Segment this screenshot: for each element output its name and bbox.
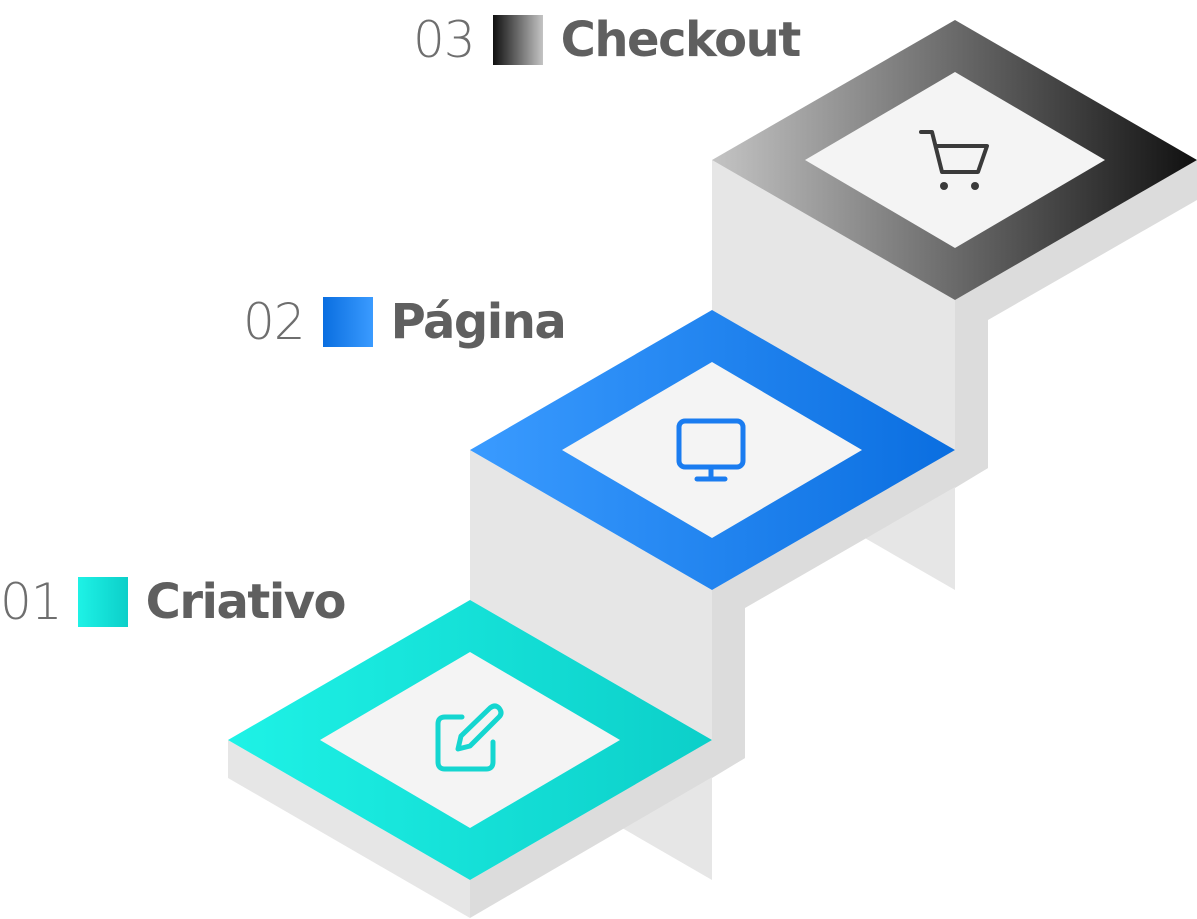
step-3-tile: [805, 72, 1105, 248]
step-2-label: 02 Página: [243, 290, 567, 354]
step-2-title: Página: [390, 294, 567, 350]
step-3-right-wall: [955, 160, 1197, 488]
step-3-number: 03: [413, 11, 476, 69]
step-3-label: 03 Checkout: [413, 8, 802, 72]
step-1-title: Criativo: [145, 574, 347, 630]
cart-icon: [919, 130, 989, 190]
step-1-label: 01 Criativo: [0, 570, 347, 634]
monitor-icon: [676, 418, 746, 482]
step-2-tile: [562, 362, 862, 538]
step-2-number: 02: [243, 293, 306, 351]
step-3-title: Checkout: [560, 12, 802, 68]
step-1-number: 01: [0, 573, 63, 631]
step-1-right-wall: [470, 740, 745, 918]
step-3-swatch: [492, 15, 543, 65]
edit-icon: [435, 703, 504, 772]
step-1-tile: [320, 652, 620, 828]
step-1-swatch: [77, 577, 128, 627]
step-1-front: [228, 740, 470, 918]
step-2-swatch: [322, 297, 373, 347]
step-2-right-wall: [712, 450, 988, 778]
